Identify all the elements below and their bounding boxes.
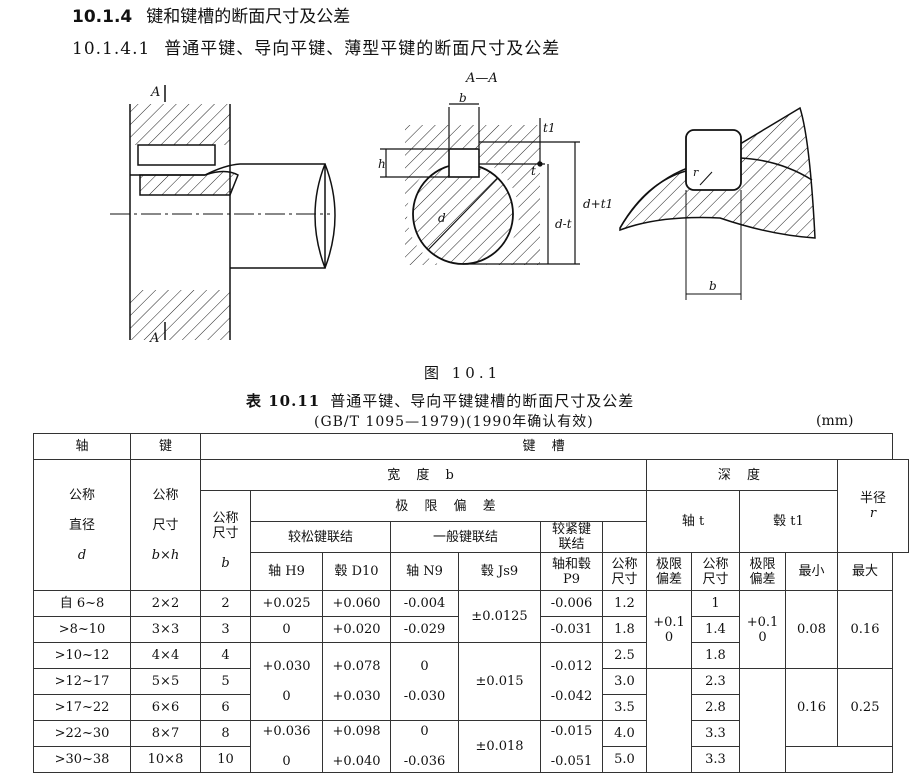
section-view: A—A b h t1 t d-t d+t1 d xyxy=(378,71,613,270)
label-d: d xyxy=(438,211,446,225)
table-standard: (GB/T 1095—1979)(1990年确认有效) xyxy=(314,414,594,430)
table-title: 普通平键、导向平键键槽的断面尺寸及公差 xyxy=(330,392,635,410)
hdr-shaft-n9: 轴 N9 xyxy=(390,552,459,591)
hdr-hub-js9: 毂 Js9 xyxy=(458,552,541,591)
label-a-bottom: A xyxy=(149,331,159,346)
hdr-width: 宽 度 b xyxy=(200,459,647,491)
table-caption: 表 10.11 普通平键、导向平键键槽的断面尺寸及公差 xyxy=(246,390,634,411)
label-d-minus-t: d-t xyxy=(555,217,572,231)
hdr-r-min: 最小 xyxy=(785,552,838,591)
subsection-heading: 10.1.4.1 普通平键、导向平键、薄型平键的断面尺寸及公差 xyxy=(72,34,560,59)
key-detail-view: b r xyxy=(619,106,816,300)
label-section-aa: A—A xyxy=(465,71,498,86)
hdr-hub-d10: 毂 D10 xyxy=(322,552,391,591)
hdr-keyway: 键 槽 xyxy=(199,433,894,460)
hdr-depth: 深 度 xyxy=(646,459,838,491)
label-b-detail: b xyxy=(709,279,717,293)
hdr-t1-deviation: 极限偏差 xyxy=(739,552,786,591)
table-unit: (mm) xyxy=(816,413,854,429)
hdr-shaft-h9: 轴 H9 xyxy=(250,552,323,591)
hdr-t1-nominal: 公称尺寸 xyxy=(691,552,740,591)
table-number: 表 10.11 xyxy=(246,392,321,410)
hdr-loose: 较松键联结 xyxy=(250,521,391,553)
key-section-figure: A A A—A b h t1 t d-t d+t1 d b r xyxy=(110,71,816,346)
label-h: h xyxy=(378,157,386,171)
label-r: r xyxy=(693,166,699,179)
subsection-number: 10.1.4.1 xyxy=(72,39,151,59)
label-d-plus-t1: d+t1 xyxy=(583,197,613,211)
label-a-top: A xyxy=(150,85,160,100)
hdr-normal: 一般键联结 xyxy=(390,521,541,553)
hdr-tolerance: 极 限 偏 差 xyxy=(250,490,647,522)
left-view: A A xyxy=(110,85,336,346)
figure-caption: 图 10.1 xyxy=(424,364,502,382)
label-t: t xyxy=(531,164,536,178)
hdr-r-max: 最大 xyxy=(836,552,894,591)
label-b: b xyxy=(459,91,467,105)
section-title: 键和键槽的断面尺寸及公差 xyxy=(146,7,351,27)
subsection-title: 普通平键、导向平键、薄型平键的断面尺寸及公差 xyxy=(164,39,561,59)
section-number: 10.1.4 xyxy=(72,7,133,27)
hdr-t-deviation: 极限偏差 xyxy=(646,552,692,591)
label-t1: t1 xyxy=(543,121,555,135)
hdr-tight: 较紧键联结 xyxy=(540,521,603,553)
hdr-t-nominal: 公称尺寸 xyxy=(602,552,647,591)
hdr-shaft: 轴 xyxy=(33,433,131,460)
section-heading: 10.1.4 键和键槽的断面尺寸及公差 xyxy=(72,2,350,27)
hdr-hub-t1: 毂 t1 xyxy=(739,490,838,553)
hdr-key: 键 xyxy=(130,433,201,460)
hdr-shaft-t: 轴 t xyxy=(646,490,740,553)
